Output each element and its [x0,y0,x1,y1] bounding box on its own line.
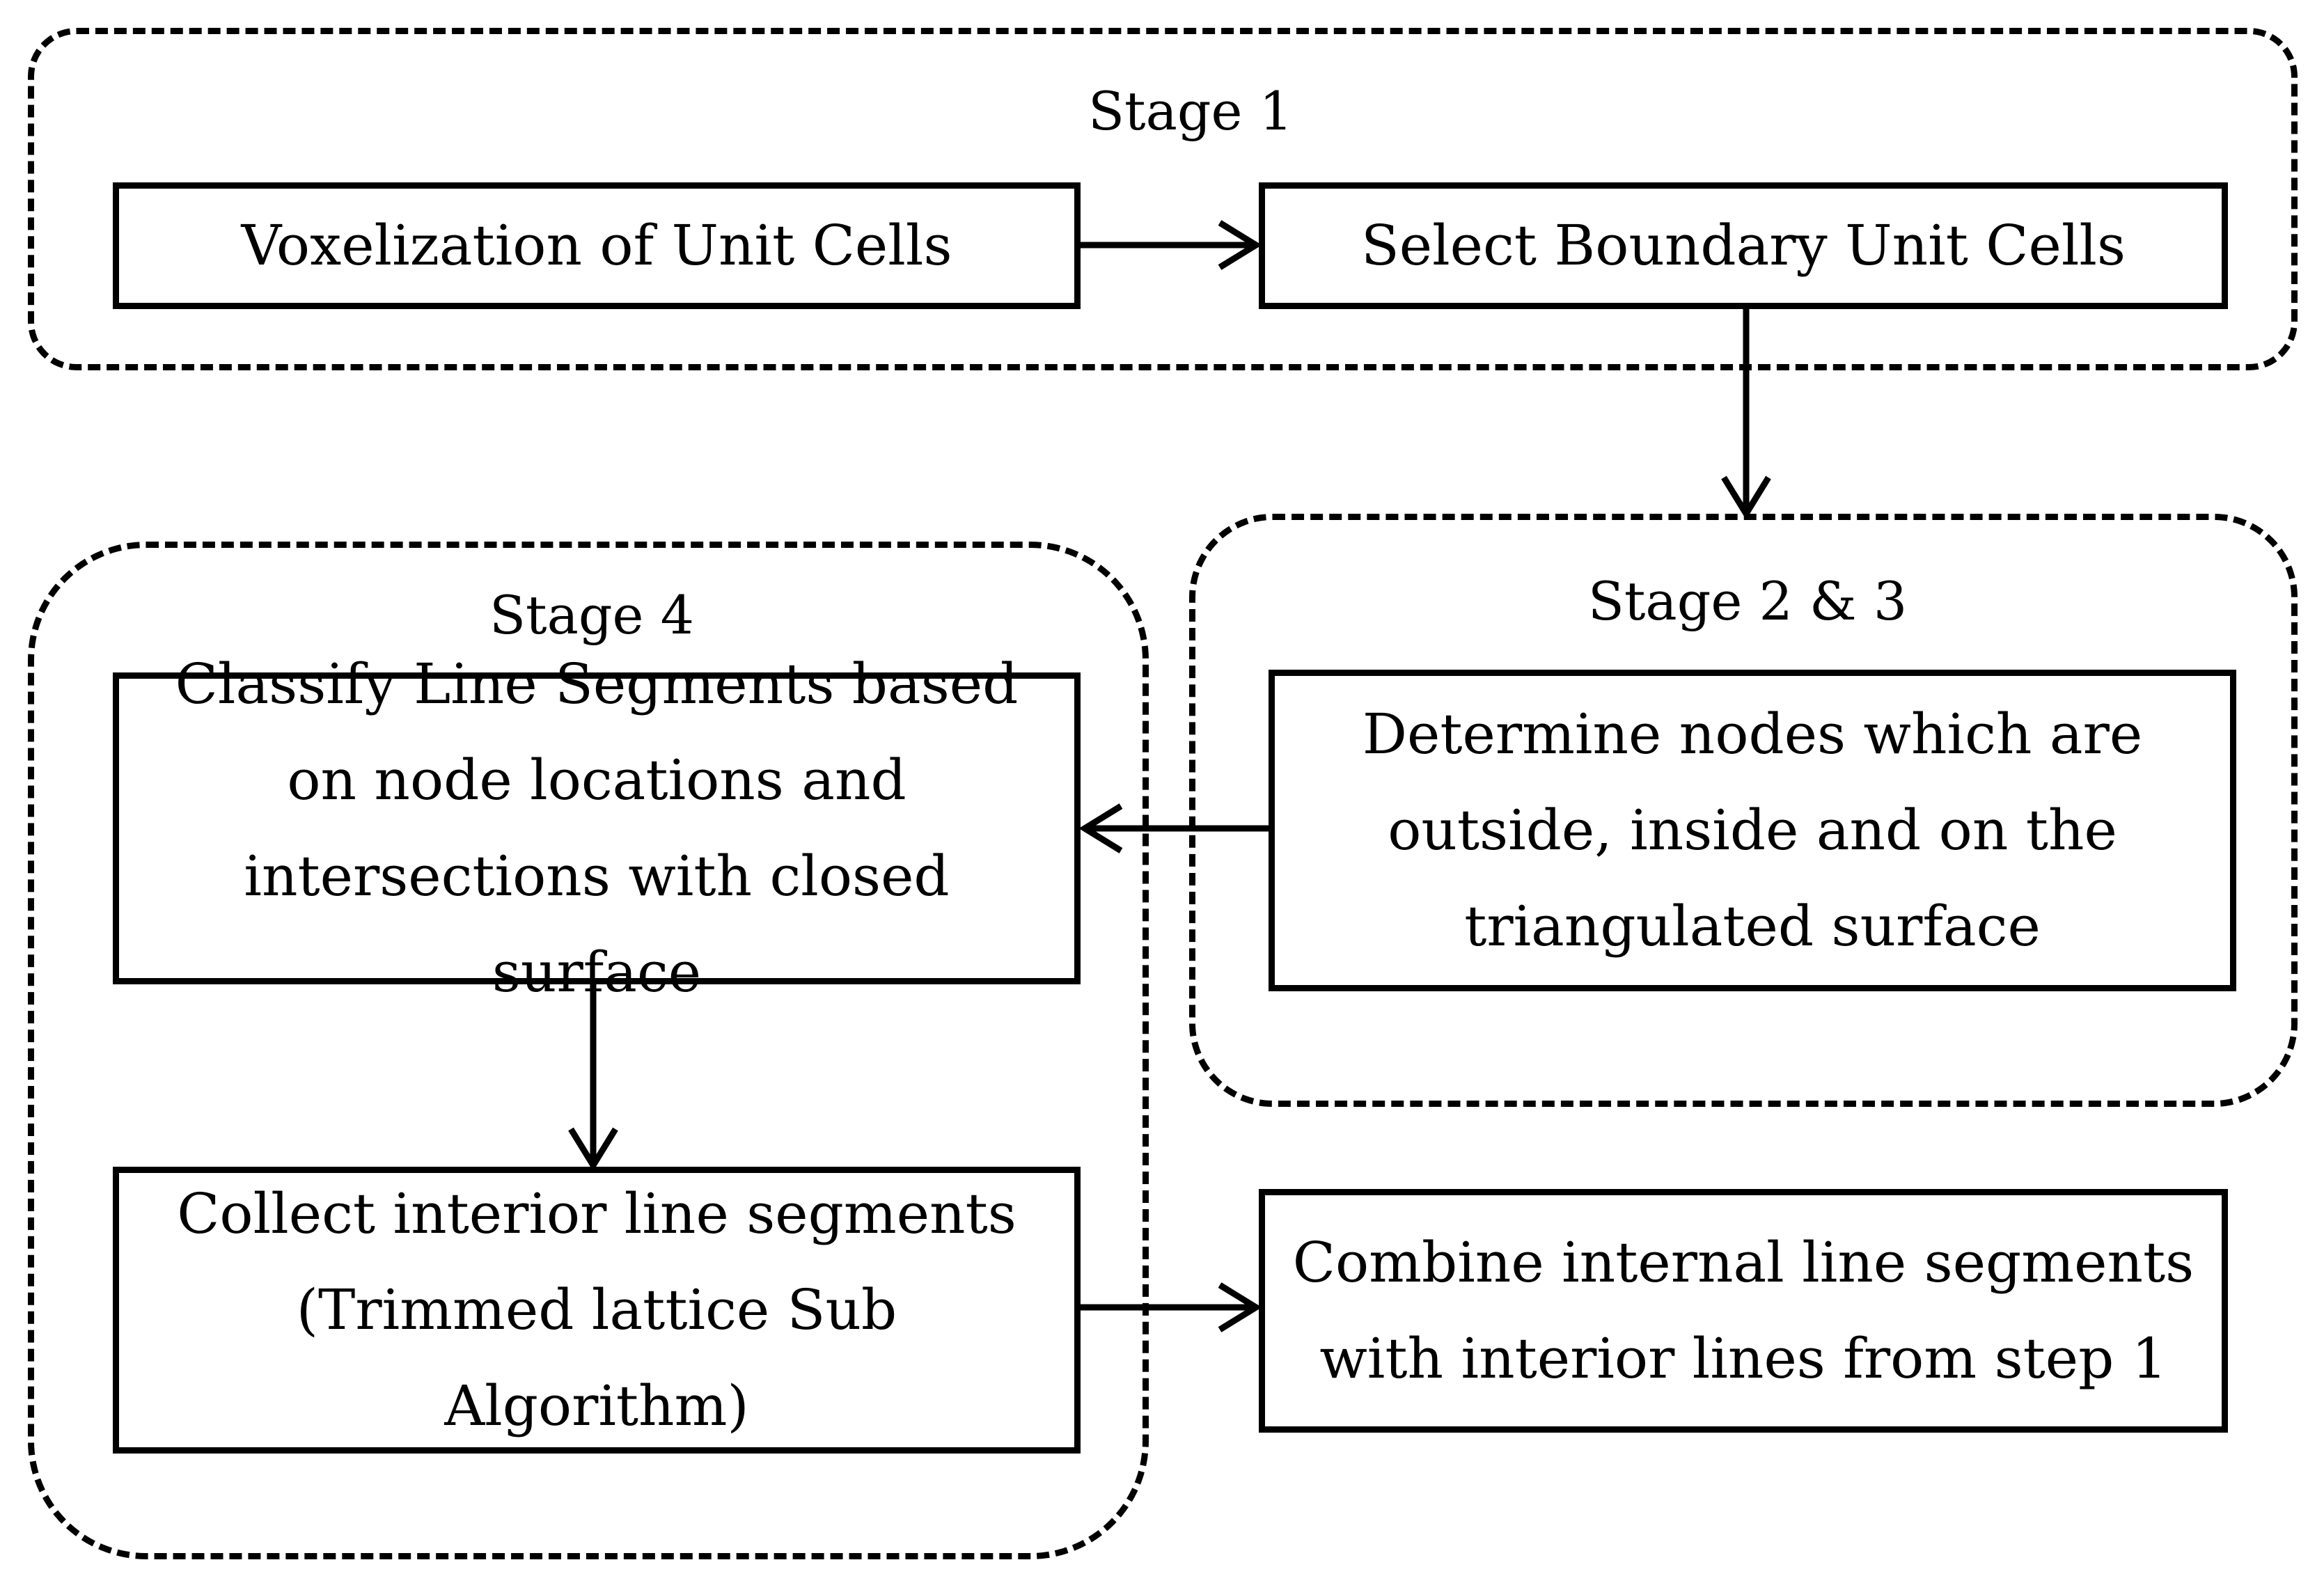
voxelization-label: Voxelization of Unit Cells [241,213,952,278]
arrow-collect-to-combine [1081,1282,1262,1332]
determine-nodes-label: Determine nodes which are outside, insid… [1362,702,2143,959]
stage-4-title: Stage 4 [489,584,695,646]
select-boundary-label: Select Boundary Unit Cells [1360,213,2126,278]
stage-2-3-title: Stage 2 & 3 [1587,570,1908,632]
classify-segments-box: Classify Line Segments based on node loc… [113,652,1081,1005]
voxelization-box: Voxelization of Unit Cells [113,182,1081,309]
combine-segments-label: Combine internal line segments with inte… [1292,1230,2195,1391]
select-boundary-box: Select Boundary Unit Cells [1259,182,2228,309]
determine-nodes-box: Determine nodes which are outside, insid… [1269,670,2236,991]
combine-segments-box: Combine internal line segments with inte… [1259,1189,2228,1433]
stage-4-region [28,542,1149,1559]
arrow-classify-to-collect [568,984,618,1172]
classify-segments-label: Classify Line Segments based on node loc… [175,652,1019,1005]
stage-1-region [28,28,2298,370]
arrow-boundary-to-stage23 [1721,309,1771,520]
stage-1-title: Stage 1 [1088,80,1294,142]
collect-segments-box: Collect interior line segments (Trimmed … [113,1167,1081,1454]
stage-2-3-region [1189,514,2298,1107]
arrow-voxelization-to-boundary [1081,220,1262,270]
collect-segments-label: Collect interior line segments (Trimmed … [177,1181,1016,1438]
arrow-determine-to-classify [1078,803,1269,853]
